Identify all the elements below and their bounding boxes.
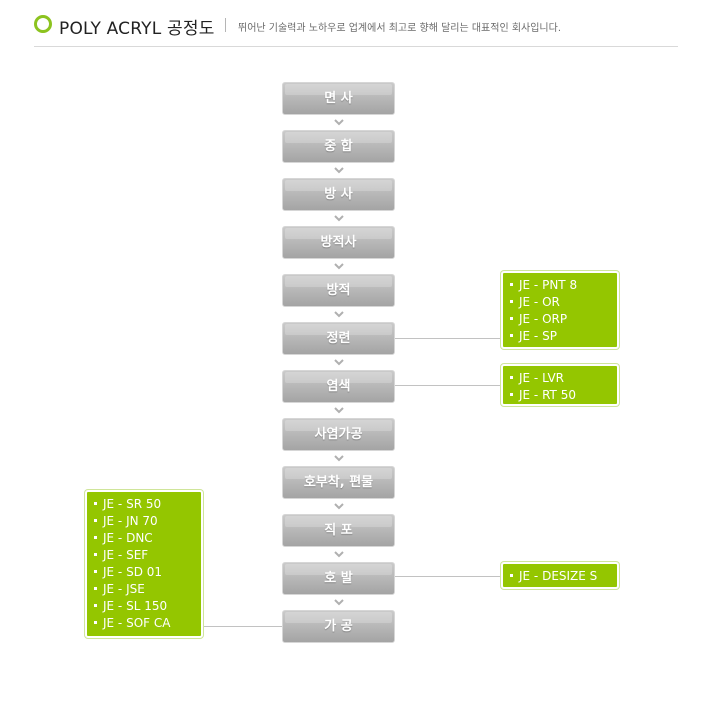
chevron-down-icon	[334, 407, 344, 414]
chevron-down-icon	[334, 167, 344, 174]
square-bullet-icon	[510, 376, 513, 379]
chem-item: JE - LVR	[510, 370, 617, 387]
page-title: POLY ACRYL 공정도	[59, 19, 215, 39]
chem-item: JE - JN 70	[94, 513, 201, 530]
square-bullet-icon	[94, 570, 97, 573]
step-sayeom-gagong: 사염가공	[282, 418, 395, 451]
chem-item: JE - SP	[510, 328, 617, 345]
connector-scouring	[395, 338, 502, 339]
chevron-down-icon	[334, 359, 344, 366]
chem-item: JE - OR	[510, 294, 617, 311]
step-yeomsaek: 염색	[282, 370, 395, 403]
chem-box-desizing: JE - DESIZE S	[501, 562, 619, 589]
chevron-down-icon	[334, 119, 344, 126]
chem-item: JE - SR 50	[94, 496, 201, 513]
step-bangsa: 방 사	[282, 178, 395, 211]
chem-item: JE - SL 150	[94, 598, 201, 615]
square-bullet-icon	[94, 553, 97, 556]
step-myeonsa: 면 사	[282, 82, 395, 115]
chevron-down-icon	[334, 503, 344, 510]
step-hobuchak-pyeonmul: 호부착, 편물	[282, 466, 395, 499]
square-bullet-icon	[94, 502, 97, 505]
square-bullet-icon	[94, 587, 97, 590]
square-bullet-icon	[510, 317, 513, 320]
square-bullet-icon	[510, 283, 513, 286]
chem-item: JE - RT 50	[510, 387, 617, 404]
chevron-down-icon	[334, 311, 344, 318]
page-subtitle: 뛰어난 기술력과 노하우로 업계에서 최고로 향해 달리는 대표적인 회사입니다…	[238, 23, 562, 34]
chem-box-dyeing: JE - LVR JE - RT 50	[501, 364, 619, 406]
step-jikpo: 직 포	[282, 514, 395, 547]
connector-desizing	[395, 576, 502, 577]
square-bullet-icon	[94, 519, 97, 522]
chevron-down-icon	[334, 215, 344, 222]
square-bullet-icon	[94, 536, 97, 539]
chem-item: JE - SD 01	[94, 564, 201, 581]
chevron-down-icon	[334, 455, 344, 462]
connector-finishing	[203, 626, 282, 627]
chem-item: JE - PNT 8	[510, 277, 617, 294]
square-bullet-icon	[510, 393, 513, 396]
step-bangjeoksa: 방적사	[282, 226, 395, 259]
square-bullet-icon	[510, 300, 513, 303]
chevron-down-icon	[334, 551, 344, 558]
chem-item: JE - SEF	[94, 547, 201, 564]
connector-dyeing	[395, 385, 502, 386]
step-junghap: 중 합	[282, 130, 395, 163]
page-header: POLY ACRYL 공정도 뛰어난 기술력과 노하우로 업계에서 최고로 향해…	[34, 12, 678, 47]
ring-icon	[34, 15, 52, 33]
chevron-down-icon	[334, 263, 344, 270]
square-bullet-icon	[94, 604, 97, 607]
title-divider	[225, 18, 226, 32]
chem-box-scouring: JE - PNT 8 JE - OR JE - ORP JE - SP	[501, 271, 619, 349]
step-gagong: 가 공	[282, 610, 395, 643]
square-bullet-icon	[510, 574, 513, 577]
step-bangjeok: 방적	[282, 274, 395, 307]
chem-item: JE - SOF CA	[94, 615, 201, 632]
step-hobal: 호 발	[282, 562, 395, 595]
square-bullet-icon	[94, 621, 97, 624]
step-jeongryeon: 정련	[282, 322, 395, 355]
chem-item: JE - ORP	[510, 311, 617, 328]
chevron-down-icon	[334, 599, 344, 606]
square-bullet-icon	[510, 334, 513, 337]
chem-item: JE - JSE	[94, 581, 201, 598]
chem-box-finishing: JE - SR 50 JE - JN 70 JE - DNC JE - SEF …	[85, 490, 203, 638]
chem-item: JE - DNC	[94, 530, 201, 547]
chem-item: JE - DESIZE S	[510, 568, 617, 585]
